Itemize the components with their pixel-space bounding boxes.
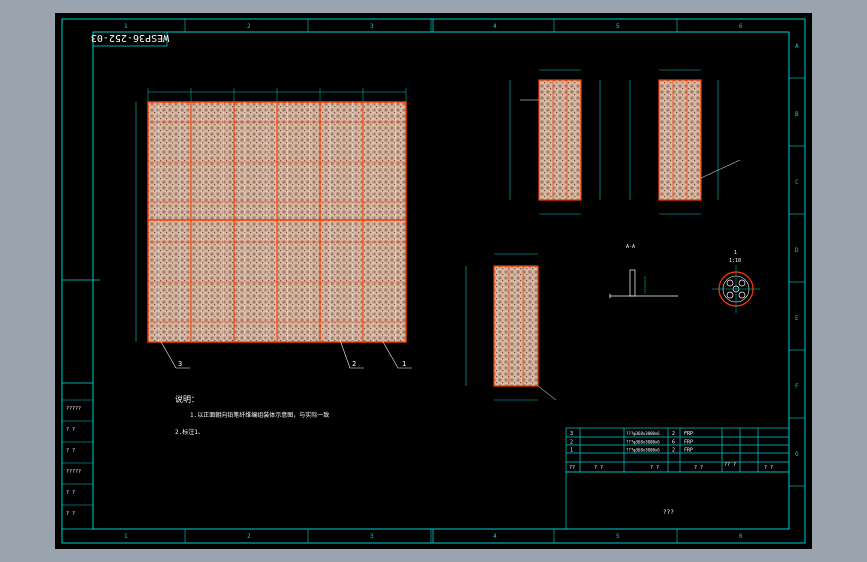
notes-title: 说明： [175,394,199,404]
notes-line-2: 2.标注1、 [175,428,204,436]
bom-row-name: ???φ368x3000x6 [626,448,660,453]
bom-row-material: FRP [684,431,693,437]
grid-zone-markers: 1 2 3 4 5 6 1 2 3 4 5 6 A B C D E F G [124,19,805,543]
zone-number-bottom: 5 [616,533,620,540]
notes-line-1: 1.以正面朝向铅笔纤维编组装体示意图，与实际一致 [190,411,329,419]
leader-1: 1 [402,360,406,368]
bom-row-name: ???φ368x3000x6 [626,439,660,444]
drawing-number-stamp: WESP36-252-03 [91,31,169,47]
left-block-cell: ? ? [66,448,75,454]
leader-2: 2 [352,360,356,368]
zone-number-bottom: 3 [370,533,374,540]
drawing-number: WESP36-252-03 [91,32,169,43]
zone-number-top: 5 [616,23,620,30]
main-leaders [159,339,412,369]
inner-frame [92,31,790,530]
section-mark: 1 [734,250,737,256]
zone-number-bottom: 4 [493,533,497,540]
bom-header-name: ? ? [594,465,603,471]
zone-letter-right: C [795,179,799,186]
left-block-cell: ????? [66,406,81,412]
bom-header-remark: ? ? [764,465,773,471]
detail-circle-view: 1 1:10 [712,250,760,313]
bom-header-no: ?? [569,465,575,471]
zone-number-top: 6 [739,23,743,30]
zone-number-bottom: 2 [247,533,251,540]
bom-header-material: ? ? [694,465,703,471]
side-view-2 [629,69,741,215]
section-a-a: A-A [609,244,678,298]
bom-row-qty: 2 [672,431,675,437]
bom-row-name: ???φ368x3000x6 [626,431,660,436]
zone-letter-right: B [795,111,799,118]
section-scale: 1:10 [729,258,741,264]
bom-row-no: 3 [570,431,573,437]
zone-letter-right: E [795,315,799,322]
zone-number-bottom: 6 [739,533,743,540]
bom-header: ?? ? ? ? ? ? ? ?? ? ? ? [569,462,773,471]
bom-row-material: FRP [684,448,693,454]
bom-row-no: 2 [570,439,573,445]
notes-block: 说明： 1.以正面朝向铅笔纤维编组装体示意图，与实际一致 2.标注1、 [175,394,329,436]
zone-letter-right: G [795,451,799,458]
left-block-cell: ? ? [66,490,75,496]
bom-row-material: FRP [684,439,693,445]
zone-letter-right: D [795,247,799,254]
section-label: A-A [626,244,635,250]
zone-number-top: 3 [370,23,374,30]
zone-letter-right: A [795,43,799,50]
bom-header-qty: ? ? [650,465,659,471]
bom-row-no: 1 [570,448,573,454]
zone-number-bottom: 1 [124,533,128,540]
bom-header-mass: ?? ? [724,462,736,468]
bom-row-qty: 6 [672,439,675,445]
leader-3: 3 [178,360,182,368]
zone-number-top: 4 [493,23,497,30]
left-side-block: ????? ? ? ? ?????? ? ? ? ? [61,279,100,530]
left-block-cell: ? ? [66,511,75,517]
title-block [565,471,790,530]
zone-letter-right: F [795,383,799,390]
top-zone-numbers: 1 2 3 4 5 6 [124,19,743,32]
title-block-name: ??? [663,509,674,516]
main-panel-assembly [135,88,407,343]
left-block-cell: ? ? [66,427,75,433]
outer-frame [61,18,806,544]
right-zone-letters: A B C D E F G [789,43,805,487]
zone-number-top: 1 [124,23,128,30]
bottom-zone-numbers: 1 2 3 4 5 6 [124,529,743,543]
side-view-3 [465,253,557,401]
zone-number-top: 2 [247,23,251,30]
side-view-1 [509,69,601,215]
left-block-cell: ????? [66,469,81,475]
bom-row-qty: 2 [672,448,675,454]
